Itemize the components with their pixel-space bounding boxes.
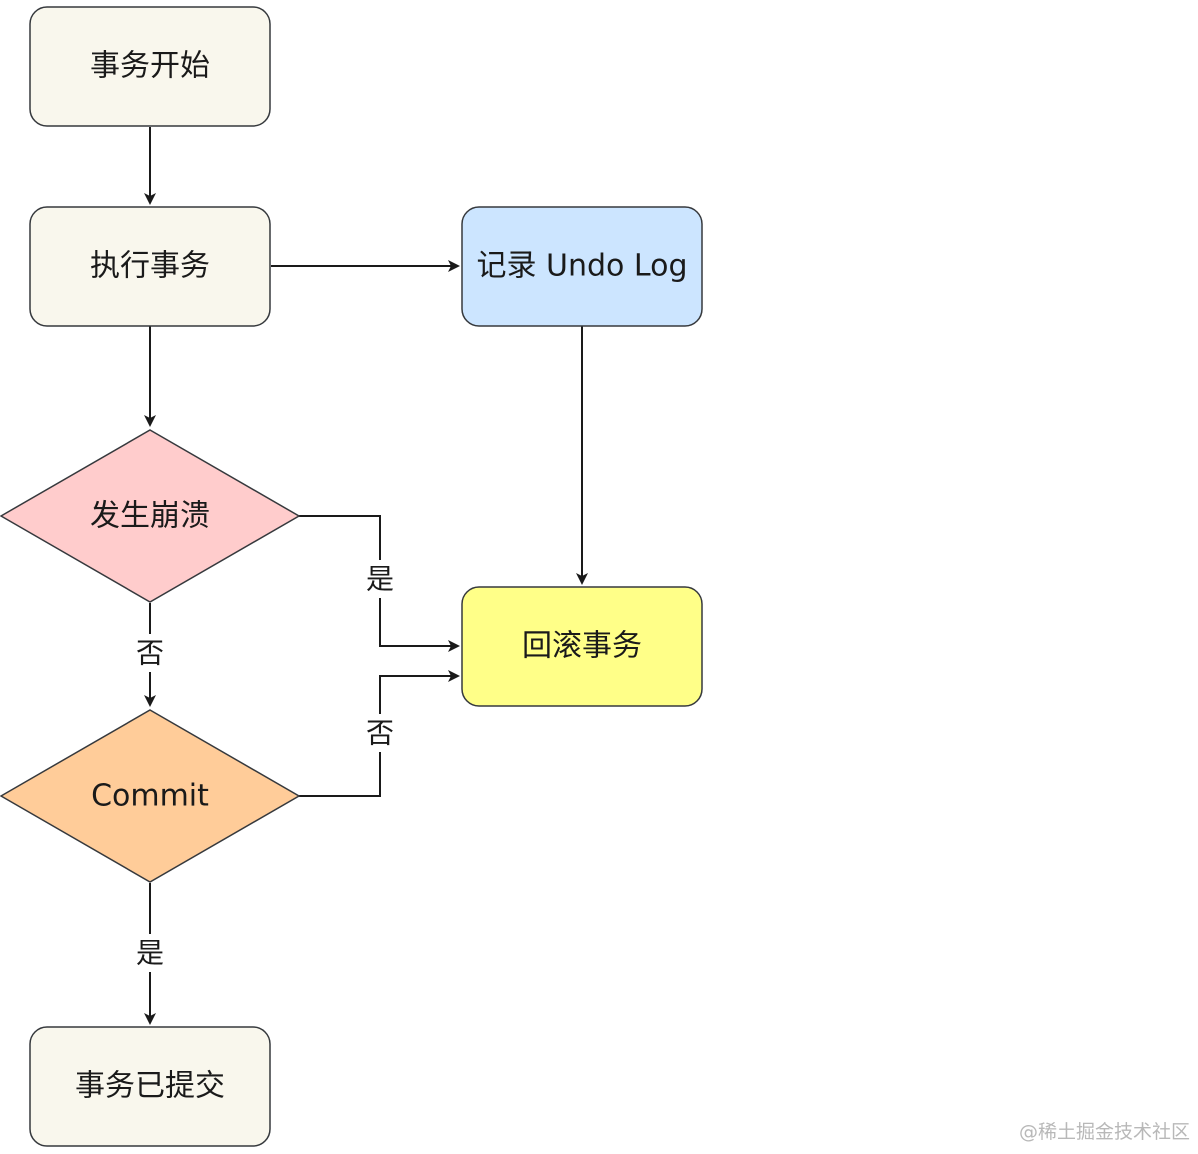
node-shape bbox=[461, 206, 703, 327]
edge-label-crash-no: 否 bbox=[136, 637, 164, 670]
edge-label-bg bbox=[134, 934, 166, 972]
node-crash-decision: 发生崩溃 bbox=[0, 429, 301, 603]
node-execute-transaction: 执行事务 bbox=[29, 206, 271, 327]
edge-label-bg bbox=[364, 714, 396, 752]
node-commit-decision: Commit bbox=[0, 709, 301, 883]
node-shape bbox=[0, 709, 301, 883]
edge-label-commit-no: 否 bbox=[366, 717, 394, 750]
edge-label-bg bbox=[134, 634, 166, 672]
node-record-undo-log: 记录 Undo Log bbox=[461, 206, 703, 327]
node-label: 发生崩溃 bbox=[90, 499, 210, 534]
node-label: 执行事务 bbox=[90, 249, 210, 284]
node-transaction-committed: 事务已提交 bbox=[29, 1026, 271, 1147]
node-rollback-transaction: 回滚事务 bbox=[461, 586, 703, 707]
edge-label-bg bbox=[364, 560, 396, 598]
edge-label-commit-yes: 是 bbox=[136, 937, 164, 970]
node-shape bbox=[29, 1026, 271, 1147]
edge-label-crash-yes: 是 bbox=[366, 563, 394, 596]
node-label: 事务已提交 bbox=[75, 1069, 225, 1104]
node-shape bbox=[29, 6, 271, 127]
node-shape bbox=[29, 206, 271, 327]
node-transaction-start: 事务开始 bbox=[29, 6, 271, 127]
node-shape bbox=[461, 586, 703, 707]
node-label: 回滚事务 bbox=[522, 629, 642, 664]
node-label: 记录 Undo Log bbox=[476, 249, 687, 284]
node-label: Commit bbox=[91, 779, 209, 814]
node-label: 事务开始 bbox=[90, 49, 210, 84]
watermark-text: @稀土掘金技术社区 bbox=[1019, 1121, 1190, 1143]
node-shape bbox=[0, 429, 301, 603]
